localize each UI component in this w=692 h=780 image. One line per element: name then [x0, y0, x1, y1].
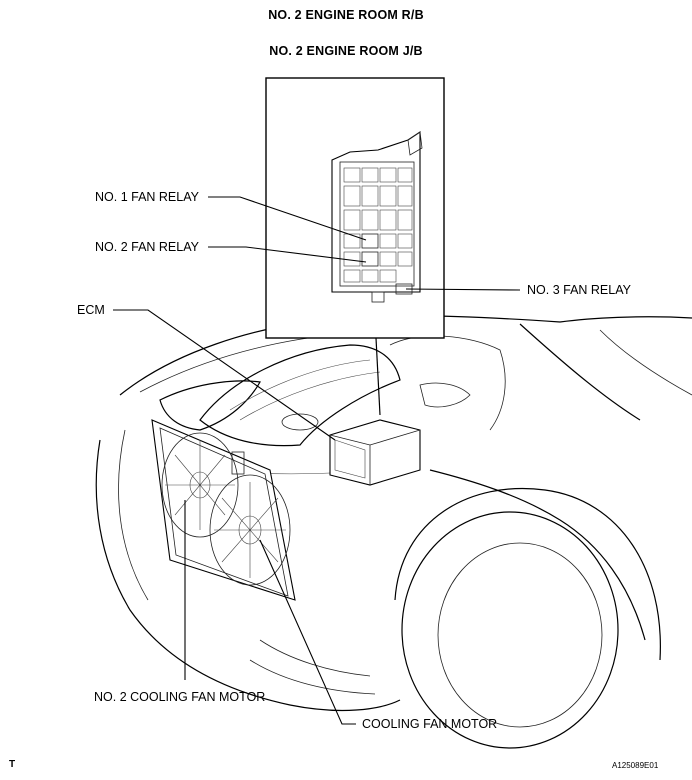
leader-fan-relay-1: [208, 196, 367, 241]
engine-cover-rib-1: [229, 359, 371, 411]
leader-cooling-fan: [259, 539, 356, 725]
title-relay-block: NO. 2 ENGINE ROOM R/B: [268, 8, 424, 22]
leader-ecm: [113, 309, 336, 441]
windshield-edge: [599, 329, 692, 396]
a-pillar: [519, 323, 641, 421]
lower-grille: [259, 639, 371, 677]
label-fan-relay-3: NO. 3 FAN RELAY: [527, 283, 631, 297]
cowl-line: [559, 316, 692, 323]
label-fan-relay-1: NO. 1 FAN RELAY: [95, 190, 199, 204]
fan-left: [161, 432, 239, 538]
wheel-rim: [437, 542, 603, 728]
headlamp: [159, 380, 261, 431]
fan-left-blades: [165, 440, 235, 530]
label-cooling-fan-motor-2: NO. 2 COOLING FAN MOTOR: [94, 690, 266, 704]
bumper-contour: [118, 429, 149, 601]
label-cooling-fan-motor: COOLING FAN MOTOR: [362, 717, 498, 731]
radiator-fan-assembly: [151, 419, 296, 601]
leader-fan-relay-2: [208, 246, 367, 263]
fan-relay-1-slot: [361, 233, 379, 249]
fan-relay-2-slot: [361, 251, 379, 267]
label-ecm: ECM: [77, 303, 105, 317]
ecm-connector: [334, 439, 366, 479]
wheel-tire: [401, 511, 619, 749]
fan-right-blades: [214, 482, 286, 578]
reservoir: [419, 382, 471, 408]
ecm-housing: [329, 419, 421, 486]
engine-cover-rib-2: [239, 371, 381, 421]
title-junction-block: NO. 2 ENGINE ROOM J/B: [269, 44, 423, 58]
oil-cap: [281, 413, 319, 431]
strut-tower: [389, 335, 506, 431]
junction-block-inset: [265, 77, 445, 416]
engine-cover: [199, 344, 401, 447]
jb-inner-frame: [339, 161, 415, 287]
inset-pointer: [375, 337, 381, 416]
wheel-arch: [394, 487, 661, 661]
fan-right: [209, 474, 291, 586]
figure-id: A125089E01: [612, 761, 659, 770]
jb-housing: [331, 130, 421, 293]
radiator-cap: [231, 451, 245, 475]
ecm-unit: [329, 419, 421, 486]
leader-fan-relay-3: [405, 288, 521, 291]
section-code: T: [9, 759, 16, 770]
bumper-outline: [95, 439, 401, 712]
label-fan-relay-2: NO. 2 FAN RELAY: [95, 240, 199, 254]
lower-grille-2: [249, 659, 376, 695]
leader-lines: [113, 196, 521, 725]
fender-line: [429, 469, 646, 641]
jb-latch: [407, 131, 423, 156]
jb-mount-tab: [371, 291, 385, 303]
fan-shroud: [151, 419, 296, 601]
shroud-inner: [159, 427, 289, 597]
